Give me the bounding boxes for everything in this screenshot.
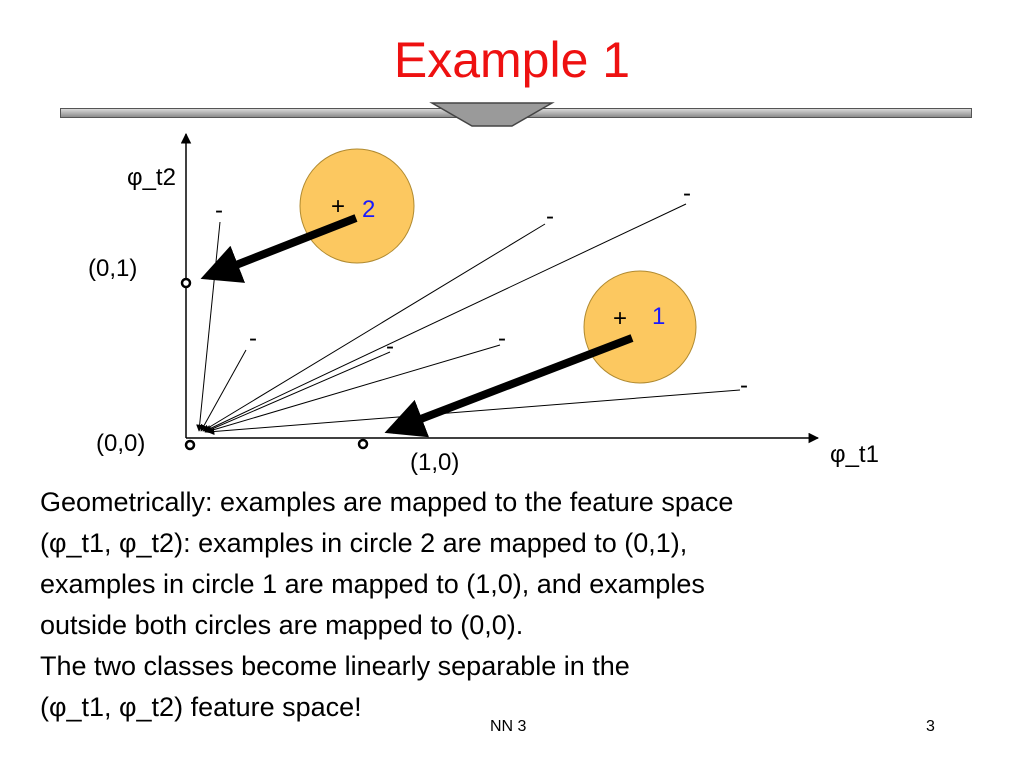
point-10-label: (1,0) [410,449,460,476]
point-10-marker [357,438,369,450]
circle-1 [583,270,697,384]
minus-example: - [215,197,223,224]
circle-1-arrow [384,334,634,438]
explanation-line: (φ_t1, φ_t2) feature space! [40,692,362,722]
circle-1-number: 1 [652,303,666,330]
minus-example: - [498,325,506,352]
axis-y-label: φ_t2 [127,164,176,191]
minus-mapping-lines [196,203,741,435]
explanation-line: (φ_t1, φ_t2): examples in circle 2 are m… [40,528,688,558]
explanation-line: Geometrically: examples are mapped to th… [40,487,734,517]
slide-title: Example 1 [393,32,631,88]
circle-2-number: 2 [362,196,376,223]
circle-1-plus: + [613,305,628,332]
point-00-label: (0,0) [96,430,146,457]
minus-example: - [249,325,257,352]
circle-2 [299,148,415,264]
minus-example: - [683,180,691,207]
footer-label: NN 3 [490,718,527,735]
minus-example: - [546,203,554,230]
minus-example: - [386,333,394,360]
circle-2-arrow [200,214,358,283]
explanation-line: outside both circles are mapped to (0,0)… [40,610,524,640]
circle-2-plus: + [331,193,346,220]
explanation-text: Geometrically: examples are mapped to th… [40,482,1000,728]
point-01-marker [180,277,192,289]
page-number: 3 [926,718,935,735]
point-01-label: (0,1) [88,255,138,282]
point-00-marker [184,439,196,451]
explanation-line: examples in circle 1 are mapped to (1,0)… [40,569,705,599]
explanation-line: The two classes become linearly separabl… [40,651,630,681]
minus-example: - [740,372,748,399]
axis-x-label: φ_t1 [830,441,879,468]
